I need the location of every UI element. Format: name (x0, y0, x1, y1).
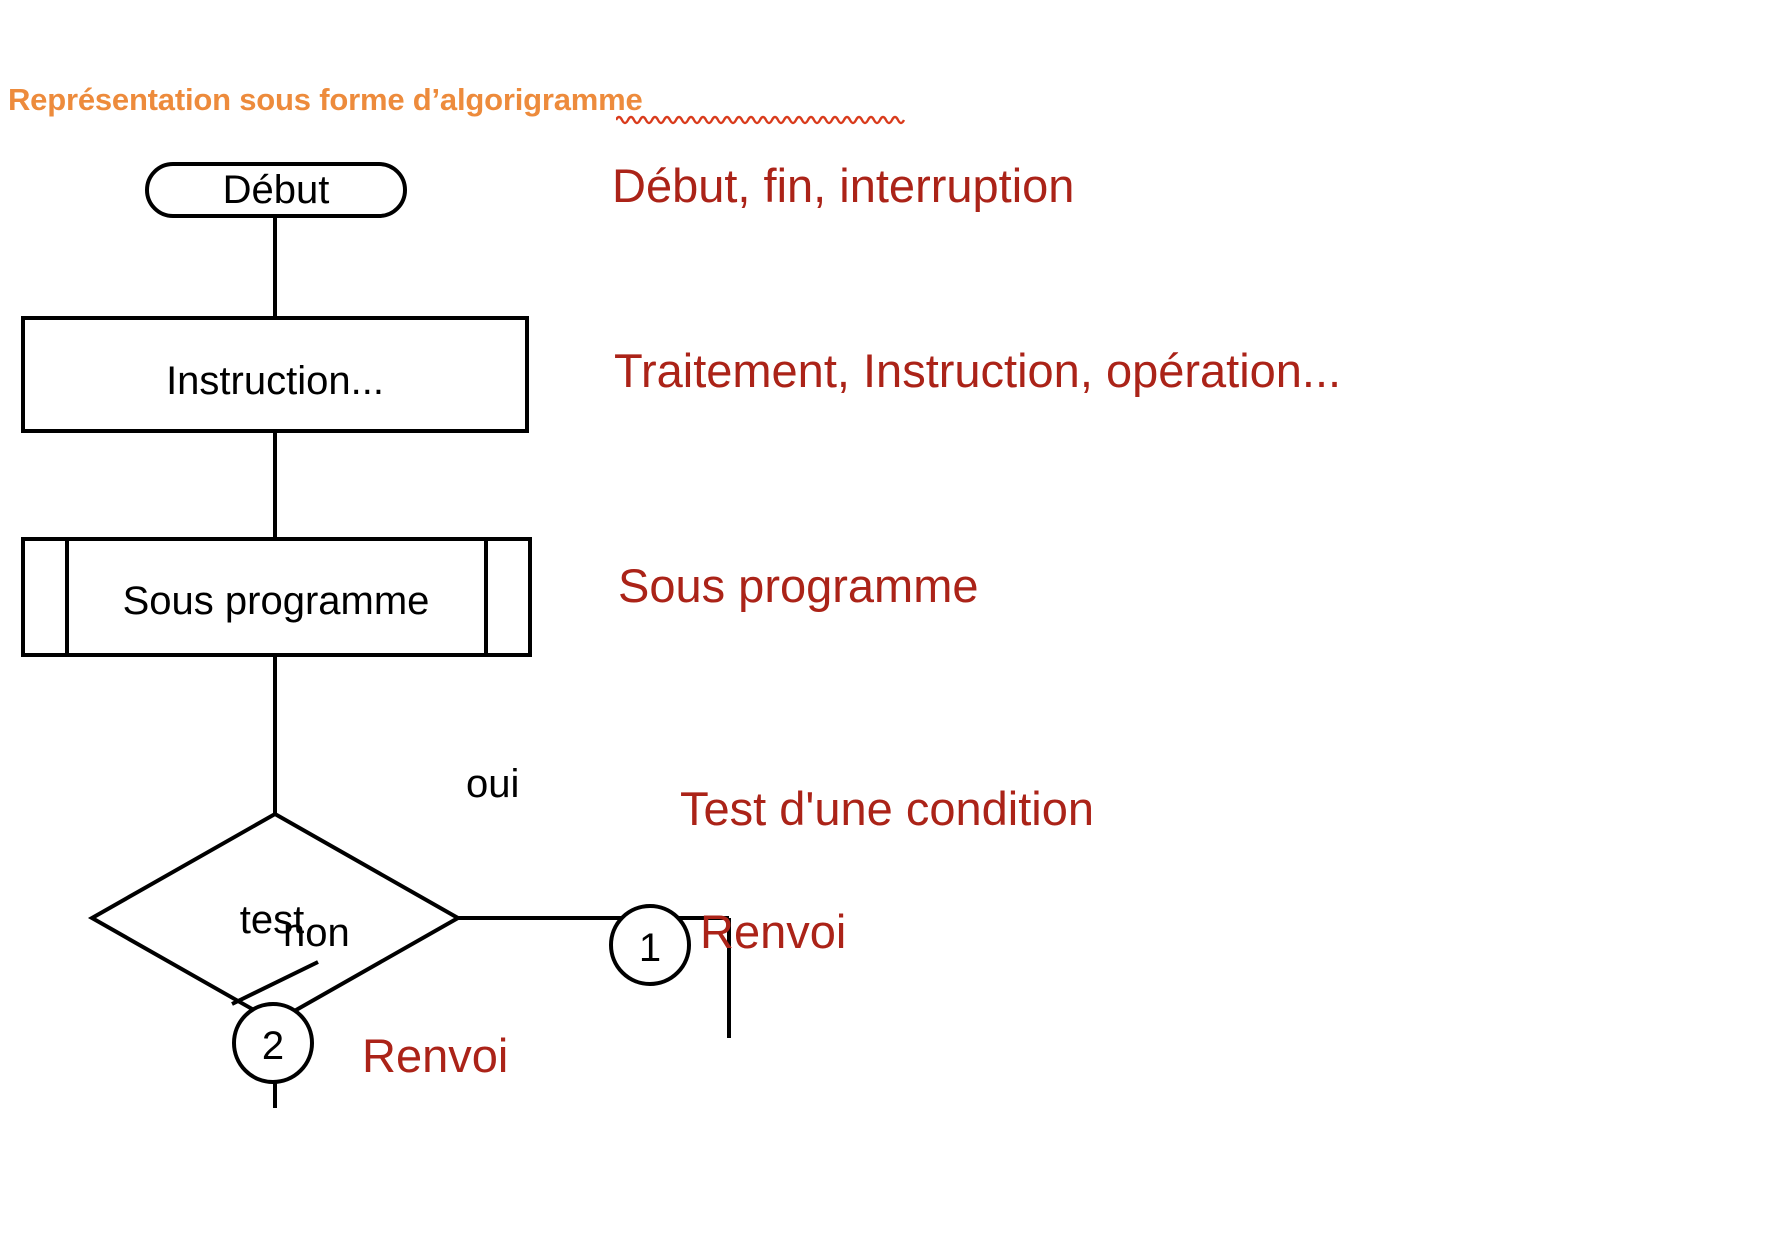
node-subroutine[interactable] (21, 537, 532, 657)
node-instruction[interactable] (21, 316, 529, 433)
node-start[interactable] (145, 162, 407, 218)
node-connector-2[interactable] (232, 1002, 314, 1084)
node-instruction-label: Instruction... (166, 359, 384, 403)
node-test-label: test (240, 898, 304, 942)
node-start-label: Début (223, 168, 330, 212)
caption-traitement: Traitement, Instruction, opération... (614, 344, 1342, 397)
spellcheck-squiggle-icon (616, 115, 906, 125)
page-title: Représentation sous forme d’algorigramme (8, 82, 643, 117)
caption-renvoi-2: Renvoi (362, 1029, 509, 1082)
caption-debut: Début, fin, interruption (612, 159, 1075, 212)
node-connector-1-label: 1 (639, 926, 661, 970)
edge-label-non: non (283, 911, 350, 955)
edge-test-no-tick (231, 960, 319, 1006)
node-connector-1[interactable] (609, 904, 691, 986)
caption-test: Test d'une condition (680, 782, 1094, 835)
node-subroutine-label: Sous programme (123, 579, 430, 623)
caption-renvoi-1: Renvoi (700, 905, 847, 958)
node-connector-2-label: 2 (262, 1024, 284, 1068)
edge-label-oui: oui (466, 762, 519, 806)
caption-sous-programme: Sous programme (618, 559, 979, 612)
